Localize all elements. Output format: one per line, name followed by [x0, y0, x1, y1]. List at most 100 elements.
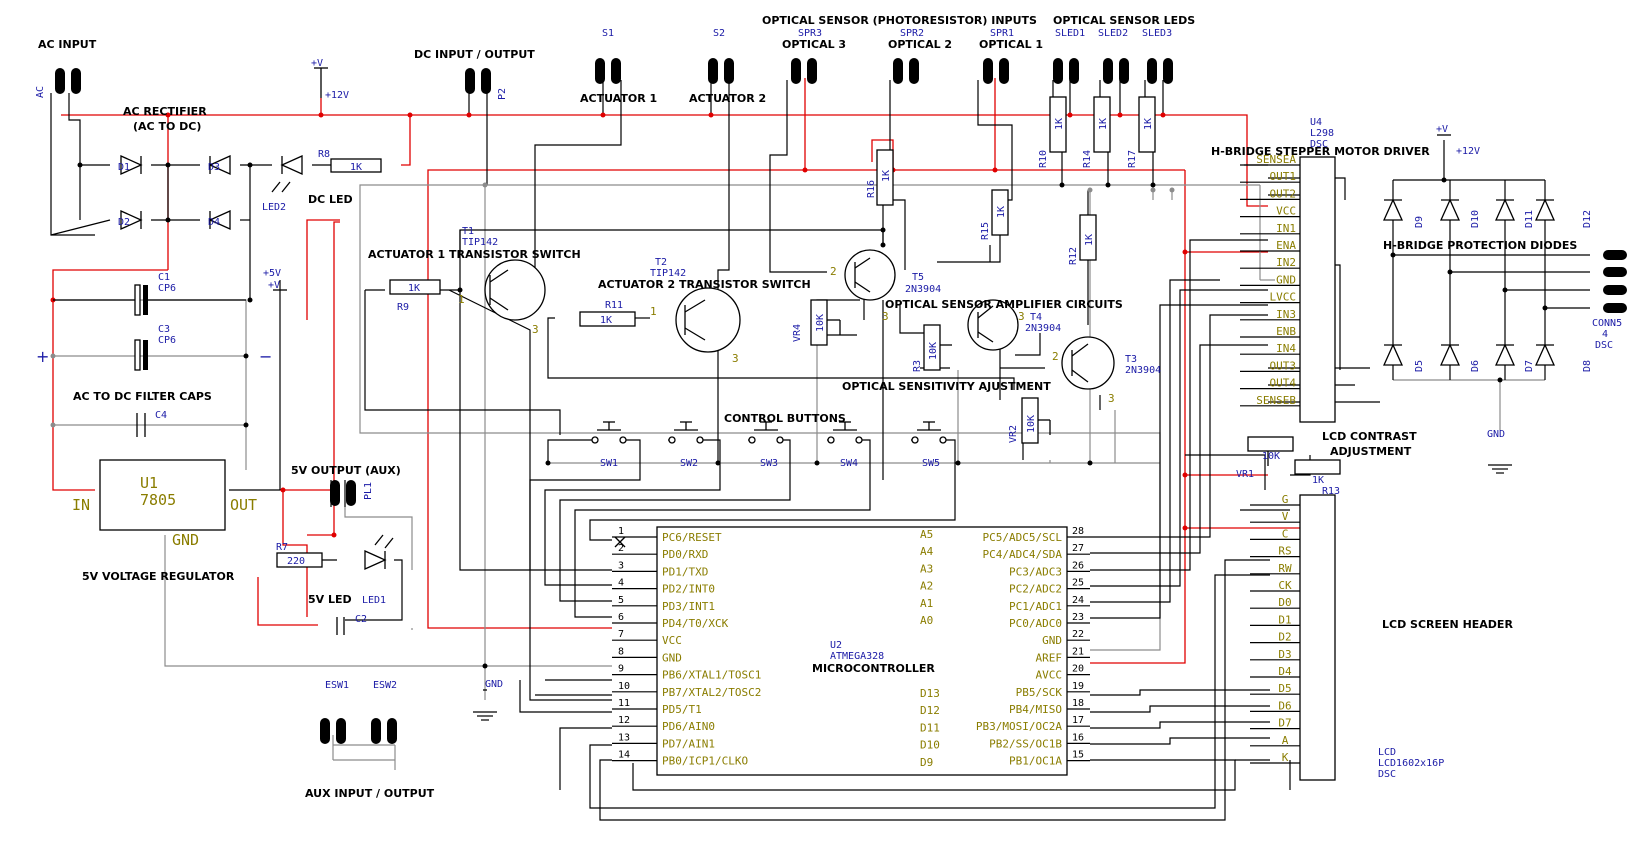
l298-pin-name: SENSEB	[1256, 394, 1296, 407]
mcu-pin-number: 26	[1072, 560, 1084, 571]
mcu-digital-label: D10	[920, 739, 940, 752]
transistor-pin-letters: 1 3 1 3 2 3 3 2 3	[458, 265, 1115, 405]
mcu-digital-label: D13	[920, 687, 940, 700]
label-lcd-header: LCD SCREEN HEADER	[1382, 618, 1513, 631]
t4-e: 3	[1018, 310, 1025, 323]
mcu-pin-name: PB0/ICP1/CLKO	[662, 755, 748, 768]
ref-led2: LED2	[262, 202, 286, 213]
ref-r15: R15	[980, 222, 991, 240]
ref-t5: T5	[912, 272, 924, 283]
l298-pin-name: IN4	[1276, 342, 1296, 355]
ref-d9: D9	[1414, 216, 1425, 228]
ref-d6: D6	[1470, 360, 1481, 372]
val-c3: CP6	[158, 335, 176, 346]
ref-vr2: VR2	[1008, 425, 1019, 443]
mcu-pin-name: PC6/RESET	[662, 531, 722, 544]
mcu-digital-label: D11	[920, 721, 940, 734]
ref-r11: R11	[605, 300, 623, 311]
section-labels: AC INPUT AC RECTIFIER (AC TO DC) DC INPU…	[38, 14, 1577, 800]
mcu-pin-number: 16	[1072, 732, 1084, 743]
mcu-pin-number: 7	[618, 629, 624, 640]
val-r11: 1K	[600, 315, 612, 326]
ref-d11: D11	[1524, 210, 1535, 228]
ref-vplus-top: +V	[311, 58, 323, 69]
ref-hb-gnd: GND	[1487, 429, 1505, 440]
l298-pin-name: OUT1	[1270, 170, 1297, 183]
mcu-pin-number: 5	[618, 595, 624, 606]
mcu-pin-name: GND	[662, 651, 682, 664]
ground-nets	[53, 184, 1545, 770]
lcd-pin-name: CK	[1278, 579, 1292, 592]
val-r16: 1K	[881, 170, 892, 182]
ref-hb-v: +V	[1436, 124, 1448, 135]
ref-r16: R16	[866, 180, 877, 198]
power-symbols	[273, 67, 1451, 691]
ref-d3: D3	[208, 162, 220, 173]
mcu-pin-name: PC5/ADC5/SCL	[983, 531, 1063, 544]
label-ac-input: AC INPUT	[38, 38, 97, 51]
val-r14: 1K	[1098, 118, 1109, 130]
ref-u4: U4	[1310, 117, 1322, 128]
ref-r17: R17	[1127, 150, 1138, 168]
mcu-digital-label: D12	[920, 704, 940, 717]
label-dc-led: DC LED	[308, 193, 353, 206]
ref-esw1: ESW1	[325, 680, 349, 691]
mcu-pin-number: 3	[618, 560, 624, 571]
t1-b: 1	[458, 293, 465, 306]
ref-hb-v12: +12V	[1456, 146, 1480, 157]
ref-r10: R10	[1038, 150, 1049, 168]
ref-spr3: SPR3	[798, 28, 822, 39]
val-conn5: 4	[1602, 329, 1608, 340]
mcu-pin-number: 17	[1072, 715, 1084, 726]
ref-sw1: SW1	[600, 458, 618, 469]
mcu-digital-label: D9	[920, 756, 933, 769]
mcu-analog-label: A5	[920, 528, 933, 541]
lcd-pin-name: D1	[1278, 613, 1291, 626]
mcu-pin-number: 21	[1072, 646, 1084, 657]
val-t2: TIP142	[650, 268, 686, 279]
ref-v12-top: +12V	[325, 90, 349, 101]
ref-c2: C2	[355, 614, 367, 625]
ref-vr1: VR1	[1236, 469, 1254, 480]
ref-sled2: SLED2	[1098, 28, 1128, 39]
mcu-pin-name: PD5/T1	[662, 703, 702, 716]
t3-b: 2	[1052, 350, 1059, 363]
ref-lcd: LCD	[1378, 747, 1396, 758]
t5-b: 2	[830, 265, 837, 278]
val-u4: L298	[1310, 128, 1334, 139]
header-symbols	[320, 58, 1627, 744]
lcd-pin-name: D6	[1278, 699, 1291, 712]
mcu-pin-number: 8	[618, 646, 624, 657]
mcu-pin-name: PC2/ADC2	[1009, 583, 1062, 596]
val-u1: 7805	[140, 491, 176, 509]
label-act2-switch: ACTUATOR 2 TRANSISTOR SWITCH	[598, 278, 811, 291]
label-vreg: 5V VOLTAGE REGULATOR	[82, 570, 235, 583]
t2-e: 3	[732, 352, 739, 365]
label-filter-caps: AC TO DC FILTER CAPS	[73, 390, 212, 403]
mcu-pin-name: PB4/MISO	[1009, 703, 1062, 716]
mcu-pin-name: PB2/SS/OC1B	[989, 737, 1062, 750]
mcu-pin-name: PC4/ADC4/SDA	[983, 548, 1063, 561]
mcu-pin-name: PD3/INT1	[662, 600, 715, 613]
ref-d4: D4	[208, 217, 220, 228]
mcu-pin-name: PD2/INT0	[662, 583, 715, 596]
ref-sw4: SW4	[840, 458, 858, 469]
l298-pin-name: SENSEA	[1256, 153, 1296, 166]
label-ac-to-dc: (AC TO DC)	[133, 120, 201, 133]
mcu-pin-name: PD4/T0/XCK	[662, 617, 729, 630]
val-t4: 2N3904	[1025, 323, 1061, 334]
t3-e: 3	[1108, 392, 1115, 405]
lcd-pin-name: V	[1282, 510, 1289, 523]
mcu-pin-name: PC1/ADC1	[1009, 600, 1062, 613]
label-dc-io: DC INPUT / OUTPUT	[414, 48, 535, 61]
ref-conn5: CONN5	[1592, 318, 1622, 329]
capacitor-symbols	[53, 284, 345, 635]
mcu-pin-number: 12	[618, 715, 630, 726]
ref-t4: T4	[1030, 312, 1042, 323]
label-optical-3: OPTICAL 3	[782, 38, 846, 51]
label-optical-1: OPTICAL 1	[979, 38, 1043, 51]
lcd-pin-name: C	[1282, 527, 1289, 540]
